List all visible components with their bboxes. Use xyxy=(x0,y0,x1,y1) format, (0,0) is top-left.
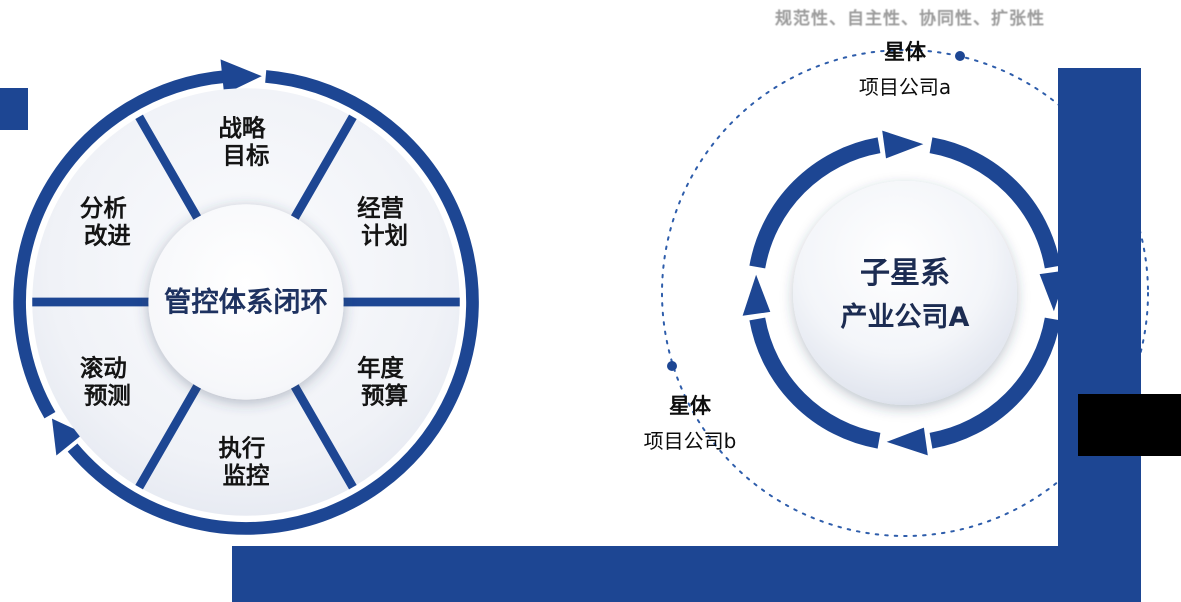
black-block xyxy=(1078,394,1181,456)
bottom-horizontal-bar xyxy=(232,546,1141,602)
satellite-role: 星体 xyxy=(884,40,926,64)
sector-label-business-plan: 经营 计划 xyxy=(357,194,412,249)
sector-divider xyxy=(135,114,203,224)
center-sphere xyxy=(793,181,1017,405)
sector-labels: 战略 目标 经营 计划 年度 预算 执行 监控 滚动 预测 分析 改进 xyxy=(80,114,412,489)
sector-label-line: 监控 xyxy=(223,462,270,490)
sector-label-line: 目标 xyxy=(223,141,270,169)
ring-arrow-icon xyxy=(886,427,928,456)
outer-ring-arc xyxy=(67,70,479,535)
sector-label-line: 改进 xyxy=(84,221,131,249)
sector-label-line: 年度 xyxy=(357,354,404,382)
sector-label-annual-budget: 年度 预算 xyxy=(357,354,412,409)
left-edge-accent-block xyxy=(0,88,28,130)
center-sphere-title: 子星系 xyxy=(860,256,950,291)
management-cycle-wheel: 战略 目标 经营 计划 年度 预算 执行 监控 滚动 预测 分析 改进 xyxy=(13,59,479,535)
orbit-dotted-circle xyxy=(661,49,1149,537)
satellite-bottom-label: 星体 项目公司b xyxy=(610,390,770,454)
wheel-outer-ring xyxy=(13,59,479,535)
sector-dividers xyxy=(32,114,460,490)
satellite-role: 星体 xyxy=(669,394,711,418)
sector-label-line: 预算 xyxy=(361,382,408,410)
sector-label-line: 滚动 xyxy=(80,354,127,382)
sector-label-line: 分析 xyxy=(80,194,127,222)
sector-label-execution-monitor: 执行 监控 xyxy=(219,434,274,489)
sector-label-strategy: 战略 目标 xyxy=(219,114,274,169)
sector-label-line: 计划 xyxy=(361,221,408,249)
inner-ring-arc xyxy=(749,317,881,449)
star-system-note: 规范性、自主性、协同性、扩张性 xyxy=(775,9,1045,29)
orbit-node-dot xyxy=(955,51,965,61)
inner-ring-arc xyxy=(929,317,1061,449)
star-system-diagram: 子星系 产业公司A xyxy=(661,49,1149,537)
satellite-name: 项目公司b xyxy=(643,429,737,453)
inner-ring-arrows xyxy=(742,130,1068,456)
inner-ring-arc xyxy=(749,137,881,269)
wheel-hub xyxy=(148,204,344,400)
sector-label-line: 经营 xyxy=(357,194,404,222)
inner-segmented-ring xyxy=(749,137,1061,449)
outer-ring-arc xyxy=(13,70,227,419)
sector-divider xyxy=(289,114,357,224)
sector-label-rolling-forecast: 滚动 预测 xyxy=(80,354,135,409)
right-vertical-bar xyxy=(1058,68,1141,546)
ring-arrow-icon xyxy=(51,418,84,456)
center-sphere-name: 产业公司A xyxy=(841,302,970,333)
sector-label-line: 战略 xyxy=(219,114,266,142)
ring-arrow-icon xyxy=(220,59,262,95)
wheel-center-label: 管控体系闭环 xyxy=(164,286,328,318)
ring-arrow-icon xyxy=(742,274,771,316)
ring-arrow-icon xyxy=(882,130,924,159)
sector-label-analysis-improve: 分析 改进 xyxy=(80,194,135,249)
inner-ring-arc xyxy=(929,137,1061,269)
satellite-name: 项目公司a xyxy=(858,75,952,99)
sector-divider xyxy=(135,380,203,490)
sector-divider xyxy=(289,380,357,490)
orbit-node-dot xyxy=(667,361,677,371)
sector-label-line: 预测 xyxy=(84,382,131,410)
sector-label-line: 执行 xyxy=(219,434,266,462)
satellite-top-label: 星体 项目公司a xyxy=(825,36,985,100)
